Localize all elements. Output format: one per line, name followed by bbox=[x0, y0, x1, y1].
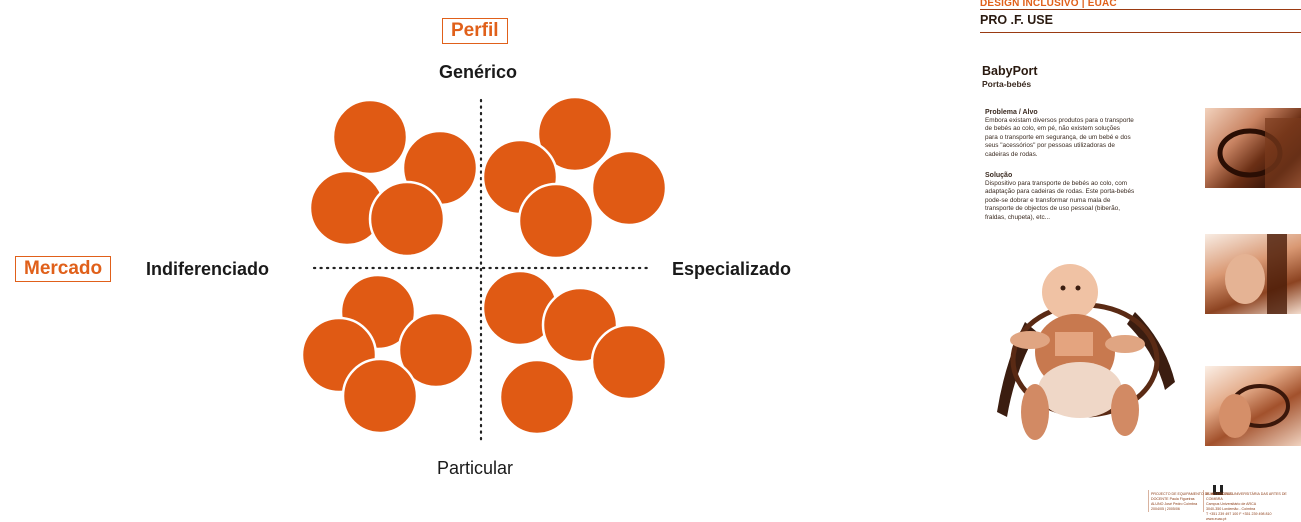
left-axis-label: Indiferenciado bbox=[146, 259, 270, 279]
perfil-mercado-diagram bbox=[300, 95, 668, 442]
profile-label: Perfil bbox=[442, 18, 508, 44]
top-axis-label: Genérico bbox=[439, 62, 518, 82]
circle-bottom-right-4 bbox=[498, 358, 576, 436]
problem-heading: Problema / Alvo bbox=[985, 109, 1038, 116]
circle-top-right-1 bbox=[536, 95, 614, 173]
circle-top-left-4 bbox=[368, 180, 446, 258]
photo-bag-mode bbox=[1205, 366, 1301, 446]
photo-carrier-detail bbox=[1205, 234, 1301, 314]
poster-subheader: PRO .F. USE bbox=[980, 13, 1053, 27]
poster-top-rule bbox=[980, 9, 1301, 10]
right-axis-label: Especializado bbox=[672, 259, 792, 279]
product-subtitle: Porta-bebés bbox=[982, 79, 1032, 89]
footer-course-info: PROJECTO DE EQUIPAMENTO DE INTERIORES DO… bbox=[1151, 492, 1233, 511]
circle-bottom-right-3 bbox=[590, 323, 668, 401]
footer-divider-left bbox=[1148, 490, 1149, 512]
university-logo-icon bbox=[1213, 482, 1223, 495]
solution-text: Dispositivo para transporte de bebés ao … bbox=[985, 180, 1135, 221]
poster-sub-rule bbox=[980, 32, 1301, 33]
circle-bottom-left-2 bbox=[397, 311, 475, 389]
bottom-axis-label: Particular bbox=[437, 458, 514, 478]
solution-heading: Solução bbox=[985, 172, 1013, 179]
footer-divider-right bbox=[1203, 490, 1204, 512]
footer-school-info: EUAC ESCOLA UNIVERSITÁRIA DAS ARTES DE C… bbox=[1206, 492, 1287, 521]
circle-top-right-2 bbox=[590, 149, 668, 227]
photo-wheelchair-carrier bbox=[1205, 108, 1301, 188]
circle-clusters bbox=[300, 95, 668, 436]
poster-header: DESIGN INCLUSIVO | EUAC bbox=[980, 0, 1117, 9]
baby-carrier-photo bbox=[997, 264, 1175, 440]
circle-bottom-left-4 bbox=[341, 357, 419, 435]
market-label: Mercado bbox=[15, 256, 112, 282]
product-title: BabyPort bbox=[982, 64, 1038, 78]
problem-text: Embora existam diversos produtos para o … bbox=[985, 117, 1134, 158]
circle-top-left-1 bbox=[331, 98, 409, 176]
circle-top-right-4 bbox=[517, 182, 595, 260]
